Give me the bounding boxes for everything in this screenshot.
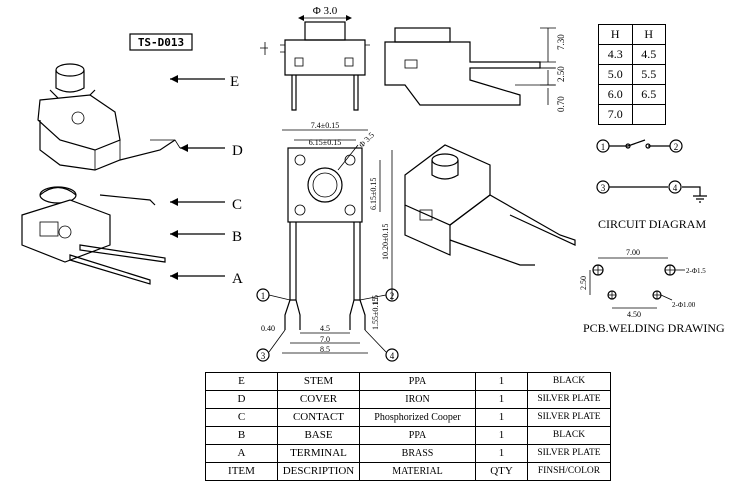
bom-mat: MATERIAL [359,462,476,481]
bom-fin: SILVER PLATE [527,390,611,409]
bom-item: B [205,426,278,445]
bom-desc: COVER [277,390,360,409]
table-row: B BASE PPA 1 BLACK [205,426,611,445]
bom-fin: FINSH/COLOR [527,462,611,481]
hv-cell [631,104,666,125]
hv-cell: 6.0 [598,84,633,105]
hv-cell: 4.5 [631,44,666,65]
isometric-view [404,144,576,266]
bom-item: A [205,444,278,463]
dim-15: 1.5 [371,295,380,305]
pcb-title: PCB.WELDING DRAWING [583,321,725,335]
dim-70: 7.0 [320,335,330,344]
dim-040: 0.40 [261,324,275,333]
label-B: B [232,229,242,245]
top-side-view: 7.30 2.50 0.70 [384,27,566,112]
cd-pin-3: 3 [601,183,606,193]
bom-mat: BRASS [359,444,476,463]
bom-fin: SILVER PLATE [527,444,611,463]
hv-header: H [598,24,633,45]
table-row: D COVER IRON 1 SILVER PLATE [205,390,611,409]
pcb-dim-700: 7.00 [626,248,640,257]
dim-250: 2.50 [556,66,566,82]
hv-cell: 5.5 [631,64,666,85]
model-label: TS-D013 [138,36,184,49]
bom-mat: PPA [359,372,476,391]
bom-mat: PPA [359,426,476,445]
cd-pin-2: 2 [674,142,679,152]
hv-cell: 6.5 [631,84,666,105]
bom-item: D [205,390,278,409]
table-row: ITEM DESCRIPTION MATERIAL QTY FINSH/COLO… [205,462,611,481]
circuit-title: CIRCUIT DIAGRAM [598,217,706,231]
bom-desc: BASE [277,426,360,445]
pcb-drawing: 7.00 2.50 4.50 2-Φ1.5 2-Φ1.00 PCB.WELDIN… [579,248,725,335]
bom-qty: 1 [475,426,528,445]
table-row: A TERMINAL BRASS 1 SILVER PLATE [205,444,611,463]
bom-item: C [205,408,278,427]
bom-fin: BLACK [527,372,611,391]
dim-45: 4.5 [320,324,330,333]
label-E: E [230,74,239,90]
circuit-diagram: 1 2 3 4 CIRCUIT DIAGRAM [596,139,707,231]
dim-1020: 10.20±0.15 [381,224,390,260]
dim-35: Φ 3.5 [357,130,376,149]
bom-item: E [205,372,278,391]
dim-730: 7.30 [556,34,566,50]
height-table: H H 4.3 4.5 5.0 5.5 6.0 6.5 7.0 [598,24,666,125]
table-row: E STEM PPA 1 BLACK [205,372,611,391]
label-A: A [232,271,243,287]
dim-615: 6.15±0.15 [309,138,341,147]
bom-mat: Phosphorized Cooper [359,408,476,427]
label-D: D [232,143,243,159]
pin-4: 4 [390,351,395,361]
pcb-hole-1: 2-Φ1.5 [686,267,706,275]
bom-desc: DESCRIPTION [277,462,360,481]
dim-85: 8.5 [320,345,330,354]
hv-header: H [631,24,666,45]
bom-qty: 1 [475,390,528,409]
bom-desc: STEM [277,372,360,391]
bom-item: ITEM [205,462,278,481]
hv-cell: 4.3 [598,44,633,65]
bom-qty: QTY [475,462,528,481]
bom-qty: 1 [475,408,528,427]
pin-1: 1 [261,291,266,301]
bom-table: E STEM PPA 1 BLACK D COVER IRON 1 SILVER… [205,372,611,481]
bom-qty: 1 [475,372,528,391]
bom-qty: 1 [475,444,528,463]
hv-cell: 7.0 [598,104,633,125]
bom-fin: SILVER PLATE [527,408,611,427]
dim-phi3: Φ 3.0 [313,5,338,17]
dim-615v: 6.15±0.15 [369,178,378,210]
cd-pin-1: 1 [601,142,606,152]
bom-mat: IRON [359,390,476,409]
dim-155: 1.55±0.15 [371,298,380,330]
pin-3: 3 [261,351,266,361]
table-row: C CONTACT Phosphorized Cooper 1 SILVER P… [205,408,611,427]
pcb-dim-450: 4.50 [627,310,641,319]
dim-070: 0.70 [556,96,566,112]
exploded-view [21,63,181,285]
top-front-view: Φ 3.0 [260,5,370,111]
model-title: TS-D013 [129,33,193,51]
cd-pin-4: 4 [673,183,678,193]
pin-2: 2 [390,291,395,301]
main-front-view: 7.4±0.15 6.15±0.15 Φ 3.5 6.15±0.15 10.20… [256,121,399,362]
hv-cell: 5.0 [598,64,633,85]
bom-fin: BLACK [527,426,611,445]
bom-desc: CONTACT [277,408,360,427]
label-C: C [232,197,242,213]
dim-74: 7.4±0.15 [311,121,339,130]
bom-desc: TERMINAL [277,444,360,463]
pcb-dim-250: 2.50 [579,276,588,290]
callouts: E D C B A [170,74,243,287]
pcb-hole-2: 2-Φ1.00 [672,301,696,309]
